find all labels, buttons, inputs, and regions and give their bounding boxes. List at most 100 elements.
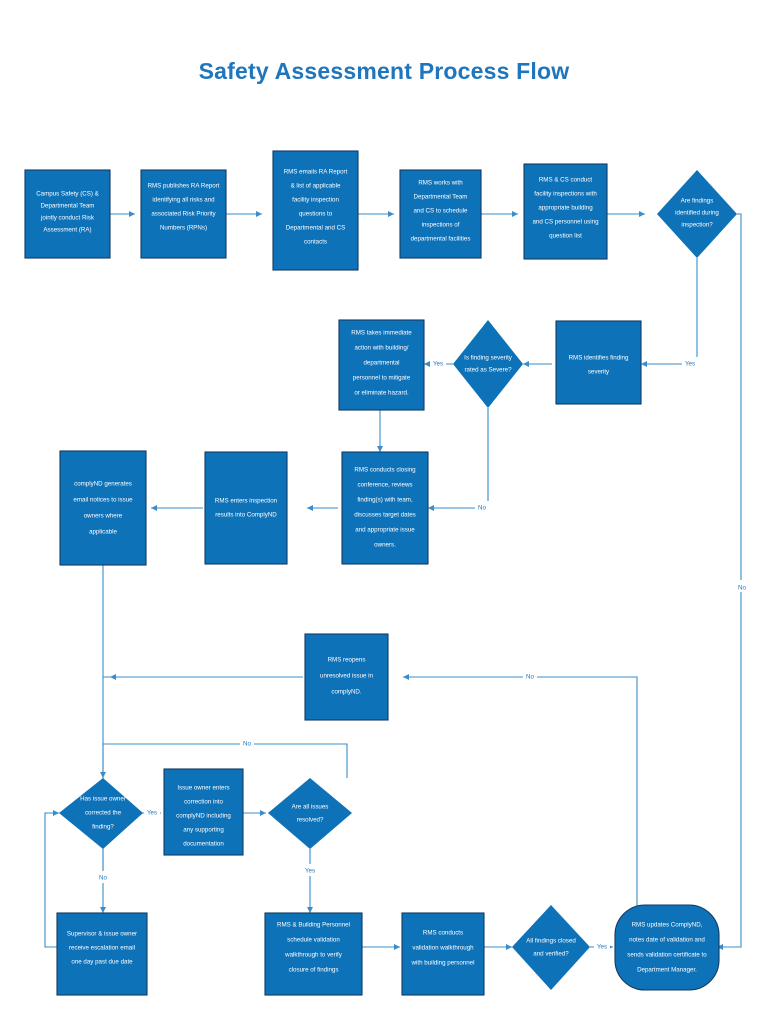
node-n6-line: RMS identifies finding <box>569 355 629 362</box>
node-n11-line: complyND. <box>331 689 362 696</box>
node-n8[interactable]: RMS conducts closing conference, reviews… <box>341 451 429 565</box>
node-n7-line: personnel to mitigate <box>353 375 411 382</box>
node-n16-line: RMS updates ComplyND, <box>632 922 703 929</box>
edge-label-d5-no: No <box>526 674 534 681</box>
node-d5[interactable]: All findings closed and verified? <box>512 905 590 990</box>
node-n4-line: inspections of <box>422 222 460 229</box>
node-n11-line: RMS reopens <box>328 657 366 664</box>
node-n8-line: finding(s) with team, <box>357 497 413 504</box>
node-n3[interactable]: RMS emails RA Report & list of applicabl… <box>272 150 359 271</box>
edge-label-d5-yes: Yes <box>597 944 607 951</box>
node-n11[interactable]: RMS reopens unresolved issue in complyND… <box>304 633 389 721</box>
node-n10[interactable]: complyND generates email notices to issu… <box>59 450 147 566</box>
node-d4-line: Are all issues <box>292 804 329 811</box>
node-n15[interactable]: RMS conducts validation walkthrough with… <box>401 912 485 996</box>
node-d3[interactable]: Has issue owner corrected the finding? <box>59 778 143 849</box>
node-d4[interactable]: Are all issues resolved? <box>268 778 352 849</box>
edge-label-d1-yes: Yes <box>685 361 695 368</box>
node-n16[interactable]: RMS updates ComplyND, notes date of vali… <box>614 904 720 991</box>
edge-d2-no <box>428 408 489 511</box>
node-n9[interactable]: RMS enters inspection results into Compl… <box>204 451 288 565</box>
edge-label-d2-no: No <box>478 505 486 512</box>
node-n2[interactable]: RMS publishes RA Report identifying all … <box>140 169 227 259</box>
node-n3-line: RMS emails RA Report <box>284 169 348 176</box>
node-n10-line: email notices to issue <box>73 497 133 504</box>
edge-label-layer: No Yes Yes No No Yes Yes No Yes No <box>96 357 749 953</box>
node-n5-line: question list <box>549 233 582 240</box>
node-n7-line: RMS takes immediate <box>351 330 412 337</box>
node-n4[interactable]: RMS works with Departmental Team and CS … <box>399 169 482 259</box>
node-n4-line: Departmental Team <box>414 194 468 201</box>
node-n2-line: associated Risk Priority <box>151 211 216 218</box>
node-d3-line: finding? <box>92 824 114 831</box>
node-n9-line: RMS enters inspection <box>215 498 278 505</box>
node-n16-line: Department Manager. <box>637 967 697 974</box>
node-n7[interactable]: RMS takes immediate action with building… <box>338 319 425 411</box>
node-n6[interactable]: RMS identifies finding severity <box>555 320 642 405</box>
node-n12[interactable]: Issue owner enters correction into compl… <box>163 768 244 856</box>
node-n15-line: with building personnel <box>411 960 475 967</box>
node-d2-line: Is finding severity <box>464 355 513 362</box>
node-n7-line: or eliminate hazard. <box>354 390 409 397</box>
node-n8-line: conference, reviews <box>357 482 412 489</box>
node-n16-line: sends validation certificate to <box>627 952 707 959</box>
node-n1-line: Departmental Team <box>41 203 95 210</box>
node-n1-line: Campus Safety (CS) & <box>36 191 99 198</box>
edge-label-d2-yes: Yes <box>433 361 443 368</box>
node-n12-line: Issue owner enters <box>177 785 229 792</box>
node-n2-line: RMS publishes RA Report <box>148 183 220 190</box>
node-n16-line: notes date of validation and <box>629 937 705 944</box>
edge-d4-no <box>100 743 348 778</box>
node-n12-line: complyND including <box>176 813 231 820</box>
node-n2-line: identifying all risks and <box>152 197 215 204</box>
node-n10-line: owners where <box>84 513 123 520</box>
node-n1-line: jointly conduct Risk <box>40 215 95 222</box>
node-n15-line: validation walkthrough <box>412 945 474 952</box>
page-title: Safety Assessment Process Flow <box>198 58 570 84</box>
node-n14-line: schedule validation <box>287 937 340 944</box>
node-d2[interactable]: Is finding severity rated as Severe? <box>453 320 523 408</box>
node-n8-line: and appropriate issue <box>355 527 415 534</box>
edge-label-d4-no: No <box>243 741 251 748</box>
node-n10-line: complyND generates <box>74 481 132 488</box>
node-n15-line: RMS conducts <box>423 930 463 937</box>
node-n5-line: and CS personnel using <box>532 219 599 226</box>
node-n13-line: Supervisor & issue owner <box>67 931 137 938</box>
node-d3-line: Has issue owner <box>80 796 126 803</box>
node-n5[interactable]: RMS & CS conduct facility inspections wi… <box>523 163 608 260</box>
node-d1-line: Are findings <box>681 198 714 205</box>
node-n6-line: severity <box>588 369 610 376</box>
node-n8-line: RMS conducts closing <box>354 467 416 474</box>
node-n5-line: appropriate building <box>538 205 593 212</box>
edge-label-d3-yes: Yes <box>147 810 157 817</box>
edge-label-d3-no: No <box>99 875 107 882</box>
node-n12-line: any supporting <box>183 827 224 834</box>
node-d1-line: inspection? <box>681 222 713 229</box>
node-d5-line: and verified? <box>533 951 569 958</box>
node-n4-line: RMS works with <box>418 180 463 187</box>
node-n8-line: owners. <box>374 542 396 549</box>
edge-n13-loop <box>44 810 59 948</box>
node-n14[interactable]: RMS & Building Personnel schedule valida… <box>264 912 363 996</box>
node-n13[interactable]: Supervisor & issue owner receive escalat… <box>56 912 148 996</box>
node-n9-line: results into ComplyND <box>215 512 277 519</box>
node-n3-line: facility inspection <box>292 197 339 204</box>
node-n4-line: and CS to schedule <box>413 208 468 215</box>
node-n8-line: discusses target dates <box>354 512 416 519</box>
node-d4-line: resolved? <box>297 817 324 824</box>
node-d1-line: identified during <box>675 210 719 217</box>
node-n3-line: & list of applicable <box>291 183 341 190</box>
node-n1[interactable]: Campus Safety (CS) & Departmental Team j… <box>24 169 111 259</box>
node-d1[interactable]: Are findings identified during inspectio… <box>657 170 737 258</box>
node-d3-line: corrected the <box>85 810 122 817</box>
node-n3-line: questions to <box>299 211 333 218</box>
node-n7-line: action with building/ <box>354 345 408 352</box>
node-d2-line: rated as Severe? <box>464 367 512 374</box>
node-n14-line: closure of findings <box>289 967 339 974</box>
node-n12-line: correction into <box>184 799 223 806</box>
node-n5-line: facility inspections with <box>534 191 597 198</box>
node-n14-line: RMS & Building Personnel <box>277 922 350 929</box>
node-n12-line: documentation <box>183 841 224 848</box>
edge-d1-yes <box>641 258 698 367</box>
node-n13-line: one day past due date <box>71 959 133 966</box>
